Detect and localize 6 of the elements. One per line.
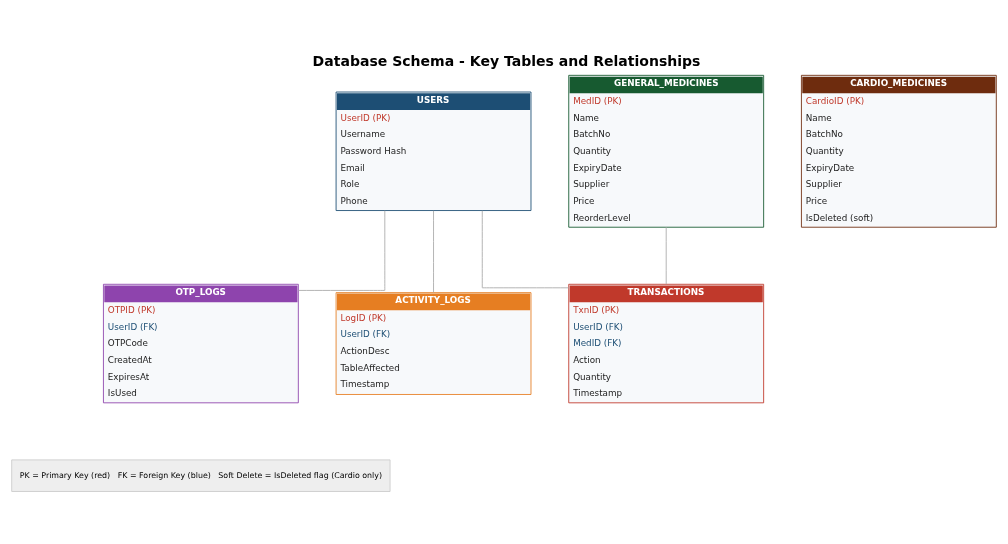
connector <box>481 210 570 289</box>
connector <box>298 210 386 291</box>
diagram-title: Database Schema - Key Tables and Relationships <box>312 53 701 70</box>
label: PK = Primary Key (red) FK = Foreign Key (blue) Soft Delete = IsDeleted flag (Cardio only) <box>19 470 383 480</box>
connector <box>433 210 434 293</box>
connector <box>665 226 667 285</box>
